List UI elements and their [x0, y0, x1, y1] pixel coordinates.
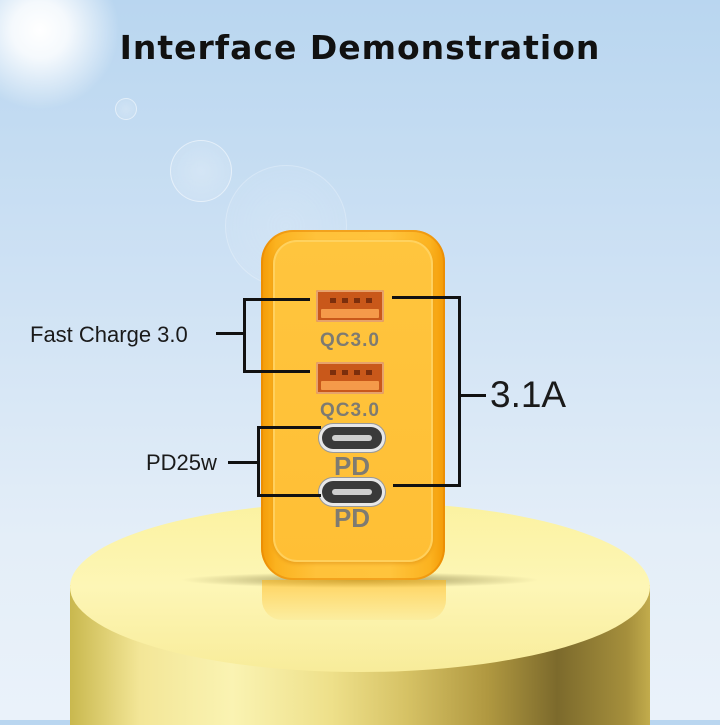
lens-flare	[115, 98, 137, 120]
bracket-pd	[257, 426, 321, 429]
bracket-current	[458, 296, 461, 486]
port-label-qc-1: QC3.0	[320, 330, 380, 351]
usb-c-port-1	[322, 427, 382, 449]
bracket-fast-charge	[243, 370, 310, 373]
page-title: Interface Demonstration	[119, 28, 601, 67]
port-label-qc-2: QC3.0	[320, 400, 380, 421]
bracket-current-tick	[458, 394, 486, 397]
lens-flare	[170, 140, 232, 202]
current-label: 3.1A	[490, 374, 567, 415]
usb-a-port-2	[316, 362, 384, 394]
pd-label: PD25w	[146, 450, 217, 475]
bracket-current	[393, 484, 461, 487]
usb-c-port-2	[322, 481, 382, 503]
bracket-pd	[257, 494, 321, 497]
bracket-fast-charge	[243, 298, 310, 301]
bracket-fast-charge-tick	[216, 332, 244, 335]
port-label-pd-1: PD	[333, 451, 371, 481]
bracket-pd-tick	[228, 461, 258, 464]
charger-body	[261, 230, 445, 580]
bracket-fast-charge	[243, 298, 246, 373]
port-label-pd-2: PD	[333, 503, 371, 533]
usb-a-port-1	[316, 290, 384, 322]
fast-charge-label: Fast Charge 3.0	[30, 322, 188, 347]
bracket-pd	[257, 426, 260, 497]
charger-reflection	[262, 580, 446, 620]
bracket-current	[392, 296, 460, 299]
